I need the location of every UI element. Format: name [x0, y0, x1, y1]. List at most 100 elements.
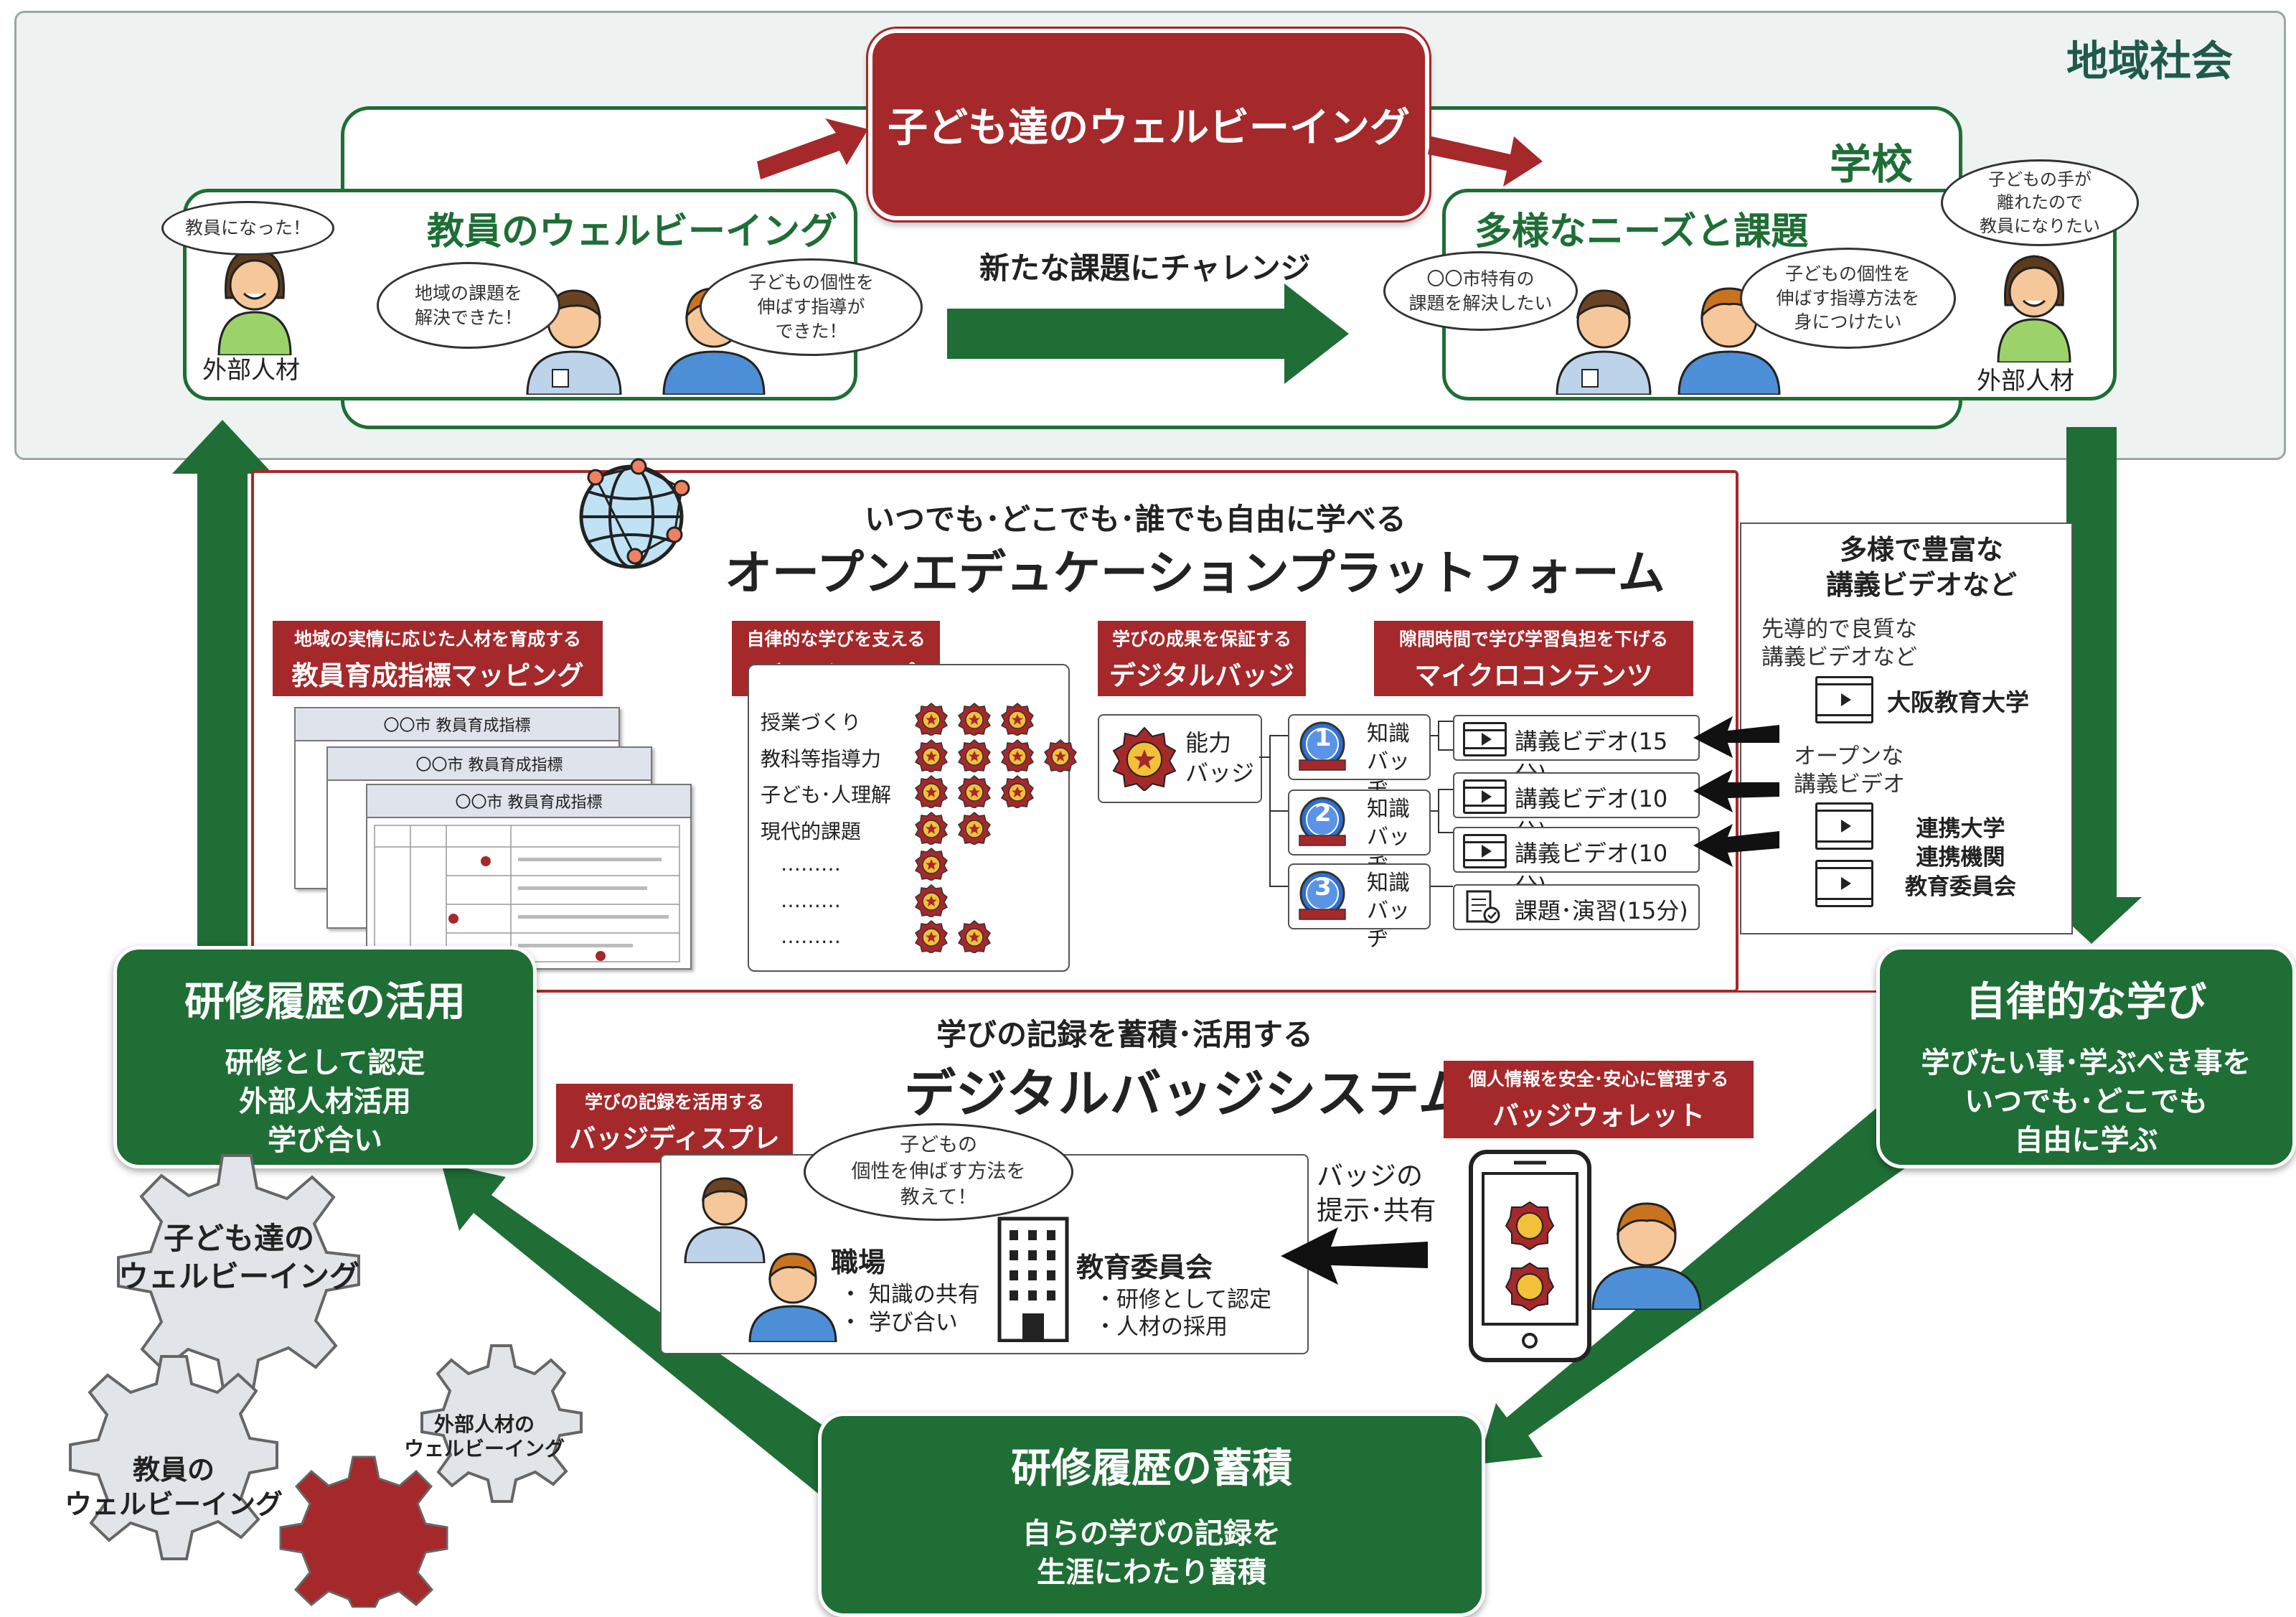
children-wellbeing-label: 子ども達のウェルビーイング — [888, 105, 1410, 151]
challenge-arrow — [947, 283, 1349, 384]
workplace-item: ・ 知識の共有 — [839, 1282, 980, 1308]
badge-icon — [915, 920, 948, 953]
knowledge-badge-icon — [1299, 721, 1346, 771]
bubble-teacher-2: 子どもの個性を 伸ばす指導が できた！ — [700, 258, 923, 356]
badge-icon — [958, 920, 991, 953]
video-player-icon — [1815, 860, 1873, 907]
knowledge-badge-label: 知識 バッヂ — [1367, 871, 1410, 952]
video-player-icon — [1463, 722, 1507, 756]
platform-title: オープンエデュケーションプラットフォーム — [725, 545, 1665, 601]
video-source-panel — [1740, 522, 2073, 934]
gear-label-external: 外部人材の ウェルビーイング — [404, 1412, 565, 1461]
badge-system-title: デジタルバッジシステム — [904, 1064, 1470, 1124]
knowledge-badge-number: 2 — [1314, 799, 1332, 828]
knowledge-badge-card: 2知識 バッヂ — [1288, 789, 1431, 878]
bubble-teacher-1: 地域の課題を 解決できた！ — [377, 262, 560, 349]
badge-icon — [1001, 775, 1034, 808]
children-wellbeing-box: 子ども達のウェルビーイング — [868, 29, 1429, 220]
checklist-icon — [1463, 889, 1502, 928]
teacher-icon — [526, 289, 622, 395]
knowledge-badge-card: 1知識 バッヂ — [1288, 714, 1431, 802]
badgemap-row-label: 教科等指導力 — [761, 746, 882, 771]
badge-icon — [1001, 739, 1034, 772]
badge-icon — [915, 703, 948, 736]
tag-micro-content: 隙間時間で学び学習負担を下げる マイクロコンテンツ — [1374, 621, 1693, 696]
gear-icon — [420, 1344, 583, 1503]
video-source-sub1: 先導的で良質な 講義ビデオなど — [1761, 617, 1917, 670]
external-person-right-label: 外部人材 — [1977, 367, 2074, 395]
badge-icon — [915, 739, 948, 772]
diverse-needs-title: 多様なニーズと課題 — [1474, 210, 1809, 253]
arrow-to-accumulate — [1478, 1105, 1923, 1464]
teacher-wellbeing-title: 教員のウェルビーイング — [427, 210, 838, 253]
gear-icon — [279, 1456, 448, 1608]
teacher-icon — [1556, 289, 1652, 395]
badge-icon — [915, 884, 948, 917]
document-sheet: 〇〇市 教員育成指標 — [366, 784, 692, 970]
video-source-sub2: オープンな 講義ビデオ — [1794, 744, 1905, 797]
badge-system-subtitle: 学びの記録を蓄積･活用する — [936, 1017, 1314, 1052]
present-share-label: バッジの 提示･共有 — [1317, 1161, 1436, 1227]
gear-label-children: 子ども達の ウェルビーイング — [118, 1221, 360, 1294]
board-item: ・研修として認定 — [1094, 1287, 1272, 1313]
arrow-to-children — [757, 118, 868, 179]
badge-icon — [1044, 739, 1077, 772]
knowledge-badge-icon — [1299, 871, 1346, 920]
person-icon — [1997, 255, 2071, 362]
badgemap-row-label: 授業づくり — [761, 711, 862, 734]
badge-icon — [915, 775, 948, 808]
smartphone-icon — [1469, 1150, 1591, 1362]
knowledge-badge-icon — [1299, 797, 1346, 846]
video-player-icon — [1815, 802, 1873, 850]
platform-subtitle: いつでも･どこでも･誰でも自由に学べる — [865, 502, 1406, 537]
micro-content-item[interactable]: 講義ビデオ(15分) — [1453, 715, 1700, 788]
teacher-icon — [1591, 1202, 1702, 1310]
challenge-label: 新たな課題にチャレンジ — [979, 250, 1311, 286]
badgemap-row-label: 現代的課題 — [761, 819, 862, 843]
gear-icon — [69, 1355, 278, 1560]
building-icon — [997, 1217, 1069, 1342]
tag-mapping: 地域の実情に応じた人材を育成する 教員育成指標マッピング — [273, 621, 603, 696]
badge-icon — [958, 739, 991, 772]
badgemap-row-label: ……… — [781, 852, 841, 876]
arrow-to-use — [441, 1163, 868, 1496]
teacher-icon — [684, 1177, 766, 1263]
wallet-badge-icon — [1505, 1201, 1555, 1251]
badge-icon — [915, 811, 948, 845]
workplace-label: 職場 — [831, 1247, 886, 1278]
micro-content-item[interactable]: 講義ビデオ(10分) — [1453, 772, 1700, 845]
video-player-icon — [1815, 676, 1873, 723]
wallet-badge-icon — [1505, 1262, 1555, 1312]
badge-tree-lines — [1259, 721, 1453, 887]
person-icon — [217, 248, 292, 355]
bubble-need-1: 〇〇市特有の 課題を解決したい — [1383, 251, 1578, 331]
badgemap-row-label: ……… — [781, 888, 841, 912]
bubble-workplace: 子どもの 個性を伸ばす方法を 教えて！ — [804, 1123, 1073, 1221]
micro-content-item[interactable]: 講義ビデオ(10分) — [1453, 827, 1700, 900]
video-source-title: 多様で豊富な 講義ビデオなど — [1826, 534, 2018, 601]
gears-graphic — [69, 1154, 583, 1608]
school-label: 学校 — [1830, 140, 1914, 189]
bubble-need-2: 子どもの個性を 伸ばす指導方法を 身につけたい — [1740, 248, 1956, 349]
workplace-item: ・ 学び合い — [839, 1310, 958, 1336]
video-feed-arrows — [1693, 716, 1779, 867]
tag-badge-wallet: 個人情報を安全･安心に管理する バッジウォレット — [1444, 1061, 1754, 1138]
badge-icon — [915, 848, 948, 881]
video-player-icon — [1463, 834, 1507, 868]
ability-badge-icon — [1112, 726, 1177, 791]
micro-content-label: 課題･演習(15分) — [1515, 897, 1688, 924]
present-arrow — [1281, 1227, 1428, 1285]
bubble-right-external: 子どもの手が 離れたので 教員になりたい — [1941, 159, 2139, 246]
badgemap-rows: 授業づくり教科等指導力子ども･人理解現代的課題……………………… — [761, 703, 1077, 958]
badge-icon — [958, 775, 991, 808]
board-item: ・人材の採用 — [1094, 1314, 1228, 1340]
tag-badge-display: 学びの記録を活用する バッジディスプレイ — [556, 1084, 793, 1193]
training-history-use-box: 研修履歴の活用 研修として認定 外部人材活用 学び合い — [113, 946, 537, 1168]
badgemap-row-label: ……… — [781, 924, 841, 948]
knowledge-badge-label: 知識 バッヂ — [1367, 721, 1410, 802]
micro-content-item[interactable]: 課題･演習(15分) — [1453, 884, 1700, 930]
osaka-label: 大阪教育大学 — [1887, 688, 2029, 716]
partners-label: 連携大学 連携機関 教育委員会 — [1905, 816, 2016, 900]
